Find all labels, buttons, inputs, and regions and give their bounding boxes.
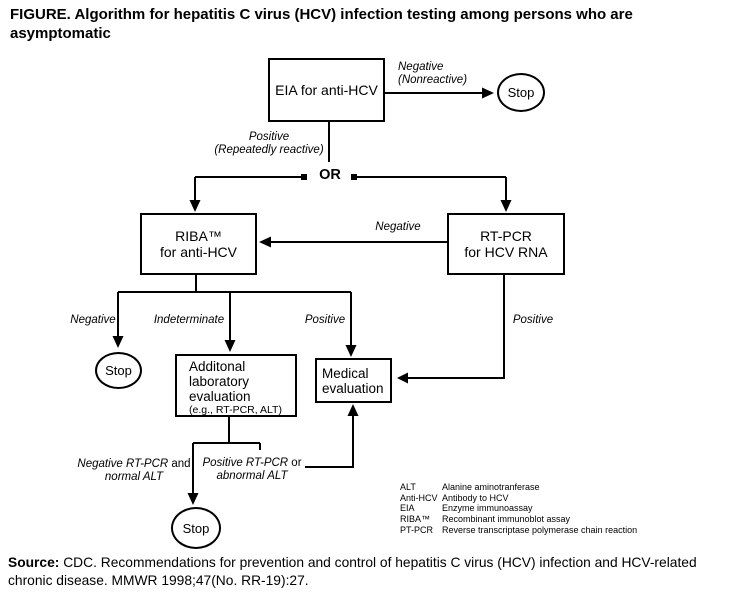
- arrowhead-rtpcr-to-medeval: [397, 372, 408, 384]
- node-medeval-line2: evaluation: [322, 380, 384, 396]
- legend-abbr-anti-hcv: Anti-HCV: [400, 492, 438, 503]
- node-rtpcr-line1: RT-PCR: [480, 228, 532, 244]
- line-bottom-split: [193, 442, 261, 450]
- node-riba: RIBA™ for anti-HCV: [140, 213, 257, 275]
- arrow-positive-to-medeval-line: [305, 415, 354, 468]
- legend-def-alt: Alanine aminotranferase: [442, 482, 540, 492]
- edge-label-positive: Positive: [248, 131, 290, 143]
- edge-label-negative-workup: Negative RT-PCR and normal ALT: [76, 458, 192, 483]
- edge-label-negative-nonreactive: Negative (Nonreactive): [398, 61, 488, 87]
- legend-abbr-alt: ALT: [400, 482, 416, 492]
- arrowhead-to-stop-left: [112, 336, 124, 348]
- legend-abbr-pt-pcr: PT-PCR: [400, 524, 434, 535]
- edge-label-riba-negative: Negative: [70, 314, 116, 326]
- node-stop-bottom: Stop: [171, 507, 221, 549]
- node-riba-line1: RIBA™: [175, 228, 222, 244]
- arrowhead-positive-to-medeval: [347, 404, 359, 416]
- arrowhead-or-left-down: [189, 200, 201, 212]
- node-addlab-line2: laboratory: [189, 374, 250, 389]
- source-label: Source:: [8, 555, 60, 570]
- node-riba-line2: for anti-HCV: [159, 244, 238, 260]
- node-medeval-line1: Medical: [322, 365, 369, 381]
- node-stop-bottom-label: Stop: [182, 520, 210, 536]
- edge-label-rtpcr-positive: Positive: [512, 314, 554, 326]
- node-stop-top: Stop: [497, 73, 545, 112]
- arrow-rtpcr-to-medeval-line: [404, 275, 505, 379]
- edge-label-rtpcr-negative: Negative: [375, 221, 421, 233]
- node-addlab-line4: (e.g., RT-PCR, ALT): [189, 404, 282, 416]
- edge-label-negative-rtpcr: Negative RT-PCR: [77, 458, 169, 470]
- legend-def-pt-pcr: Reverse transcriptase polymerase chain r…: [442, 524, 638, 535]
- edge-label-nonreactive: (Nonreactive): [398, 74, 468, 86]
- source-citation: Source: CDC. Recommendations for prevent…: [8, 554, 738, 589]
- node-stop-left-label: Stop: [105, 363, 132, 378]
- arrowhead-to-stop-bottom: [187, 493, 199, 505]
- node-medical-evaluation: Medical evaluation: [315, 358, 392, 403]
- legend-row-alt: ALT Alanine aminotranferase: [400, 482, 637, 493]
- edge-label-or-word: or: [288, 457, 302, 469]
- arrowhead-to-medeval-top: [345, 345, 357, 357]
- edge-label-riba-positive: Positive: [304, 314, 346, 326]
- edge-label-normal-alt: normal ALT: [104, 470, 164, 483]
- edge-label-repeatedly-reactive: (Repeatedly reactive): [214, 144, 324, 156]
- legend-row-pt-pcr: PT-PCR Reverse transcriptase polymerase …: [400, 525, 637, 536]
- legend-row-anti-hcv: Anti-HCV Antibody to HCV: [400, 493, 637, 504]
- edge-label-or: OR: [319, 167, 341, 183]
- edge-label-negative-workup-line1: Negative RT-PCR and: [76, 458, 192, 471]
- node-eia-label: EIA for anti-HCV: [275, 82, 378, 98]
- node-rtpcr: RT-PCR for HCV RNA: [447, 213, 565, 275]
- edge-label-positive-repeatedly: Positive (Repeatedly reactive): [212, 131, 326, 157]
- or-left-endcap: [301, 174, 307, 180]
- node-stop-left: Stop: [95, 352, 142, 389]
- node-addlab-line1: Additonal: [189, 359, 246, 374]
- node-stop-top-label: Stop: [507, 85, 535, 100]
- arrowhead-eia-to-stop: [482, 87, 494, 99]
- source-text: CDC. Recommendations for prevention and …: [8, 555, 697, 588]
- edge-label-abnormal-alt: abnormal ALT: [216, 469, 288, 482]
- arrowhead-or-right-down: [500, 200, 512, 212]
- legend-row-eia: EIA Enzyme immunoassay: [400, 503, 637, 514]
- edge-label-negative: Negative: [398, 61, 444, 73]
- legend-row-riba: RIBA™ Recombinant immunoblot assay: [400, 514, 637, 525]
- edge-label-positive-workup-line1: Positive RT-PCR or: [196, 457, 308, 470]
- legend-abbr-eia: EIA: [400, 503, 415, 514]
- node-eia: EIA for anti-HCV: [268, 58, 385, 122]
- node-addlab-line3: evaluation: [189, 389, 251, 404]
- abbreviation-legend: ALT Alanine aminotranferase Anti-HCV Ant…: [400, 482, 637, 536]
- figure-title: FIGURE. Algorithm for hepatitis C virus …: [10, 6, 633, 42]
- legend-def-anti-hcv: Antibody to HCV: [442, 492, 509, 503]
- edge-label-positive-rtpcr: Positive RT-PCR: [202, 457, 289, 469]
- or-right-endcap: [351, 174, 357, 180]
- arrowhead-to-addlab: [224, 340, 236, 352]
- edge-label-riba-indeterminate: Indeterminate: [153, 314, 225, 326]
- legend-def-riba: Recombinant immunoblot assay: [442, 514, 571, 525]
- node-rtpcr-line2: for HCV RNA: [464, 244, 548, 260]
- node-additional-lab: Additonal laboratory evaluation (e.g., R…: [175, 354, 297, 417]
- arrowhead-rtpcr-to-riba: [259, 236, 271, 248]
- legend-abbr-riba: RIBA™: [400, 514, 431, 525]
- legend-def-eia: Enzyme immunoassay: [442, 503, 533, 514]
- edge-label-and-word: and: [168, 458, 191, 470]
- edge-label-positive-workup: Positive RT-PCR or abnormal ALT: [196, 457, 308, 482]
